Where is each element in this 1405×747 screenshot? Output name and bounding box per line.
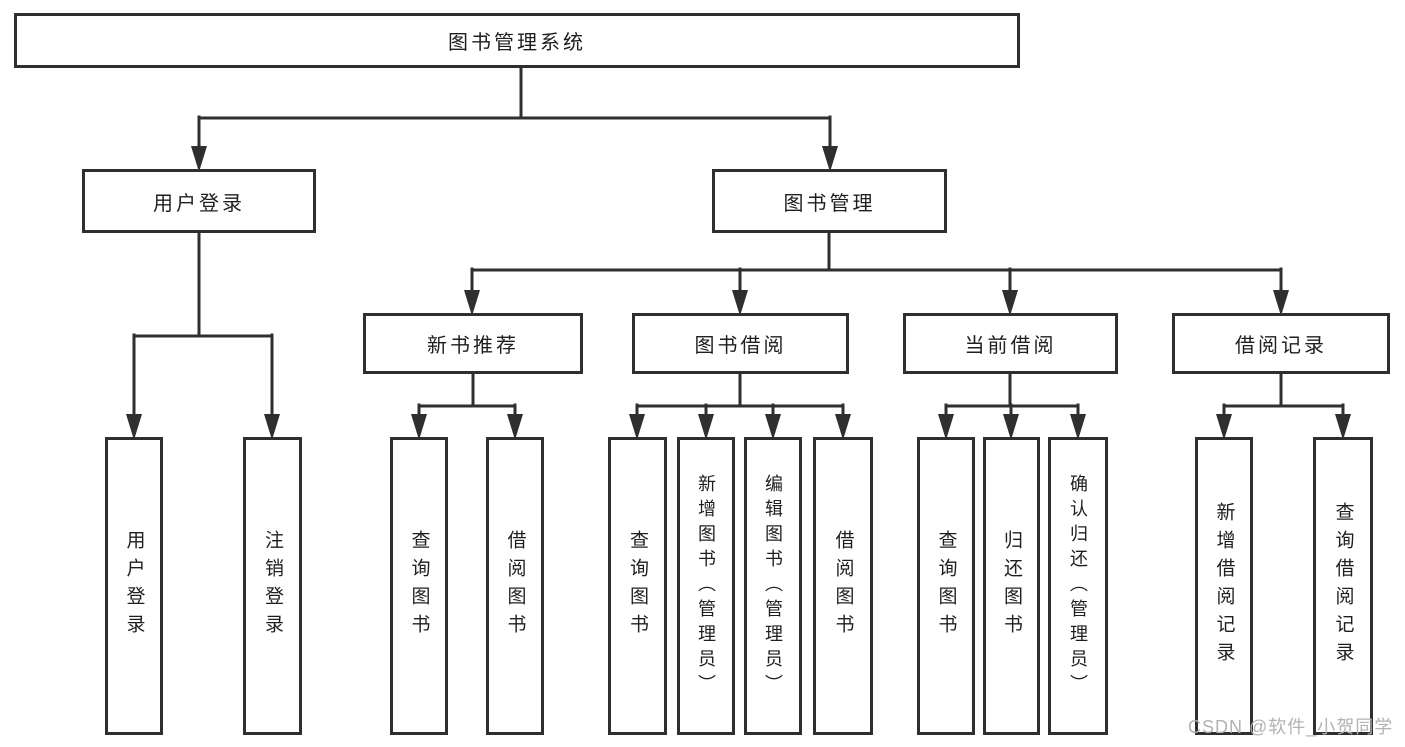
node-root-label: 图书管理系统 xyxy=(448,32,586,54)
leaf-add-book-admin-label: 新增图书（管理员） xyxy=(696,473,716,699)
csdn-watermark: CSDN @软件_小贺同学 xyxy=(1188,717,1394,737)
node-user-login-label: 用户登录 xyxy=(153,192,245,215)
leaf-logout: 注销登录 xyxy=(243,437,302,735)
leaf-logout-label: 注销登录 xyxy=(262,530,283,642)
node-current-borrow: 当前借阅 xyxy=(903,313,1118,374)
node-new-book-recommend-label: 新书推荐 xyxy=(427,335,519,357)
leaf-recommend-query-books: 查询图书 xyxy=(390,437,448,735)
leaf-recommend-query-books-label: 查询图书 xyxy=(408,530,430,642)
leaf-edit-book-admin-label: 编辑图书（管理员） xyxy=(763,473,783,699)
leaf-confirm-return-admin-label: 确认归还（管理员） xyxy=(1068,473,1088,699)
leaf-edit-book-admin: 编辑图书（管理员） xyxy=(744,437,802,735)
leaf-query-borrow-record: 查询借阅记录 xyxy=(1313,437,1373,735)
leaf-user-login: 用户登录 xyxy=(105,437,163,735)
leaf-query-borrow-record-label: 查询借阅记录 xyxy=(1332,502,1354,670)
leaf-borrow-book-label: 借阅图书 xyxy=(832,530,854,642)
node-root-system: 图书管理系统 xyxy=(14,13,1020,68)
leaf-borrow-query-books: 查询图书 xyxy=(608,437,667,735)
leaf-borrow-query-books-label: 查询图书 xyxy=(627,530,648,642)
leaf-recommend-borrow-books-label: 借阅图书 xyxy=(504,530,526,642)
node-book-borrow: 图书借阅 xyxy=(632,313,849,374)
leaf-current-query-books-label: 查询图书 xyxy=(935,530,957,642)
leaf-add-borrow-record: 新增借阅记录 xyxy=(1195,437,1253,735)
leaf-recommend-borrow-books: 借阅图书 xyxy=(486,437,544,735)
node-new-book-recommend: 新书推荐 xyxy=(363,313,583,374)
leaf-user-login-label: 用户登录 xyxy=(123,530,145,642)
node-book-management: 图书管理 xyxy=(712,169,947,233)
node-current-borrow-label: 当前借阅 xyxy=(964,335,1057,357)
leaf-add-borrow-record-label: 新增借阅记录 xyxy=(1213,502,1235,670)
arrowhead-icons xyxy=(126,146,1351,440)
node-book-borrow-label: 图书借阅 xyxy=(694,335,787,357)
node-user-login: 用户登录 xyxy=(82,169,316,233)
node-borrow-records: 借阅记录 xyxy=(1172,313,1390,374)
leaf-add-book-admin: 新增图书（管理员） xyxy=(677,437,735,735)
leaf-borrow-book: 借阅图书 xyxy=(813,437,873,735)
leaf-return-book-label: 归还图书 xyxy=(1001,530,1022,642)
node-book-management-label: 图书管理 xyxy=(783,192,876,215)
node-borrow-records-label: 借阅记录 xyxy=(1235,335,1327,357)
leaf-return-book: 归还图书 xyxy=(983,437,1040,735)
leaf-current-query-books: 查询图书 xyxy=(917,437,975,735)
leaf-confirm-return-admin: 确认归还（管理员） xyxy=(1048,437,1108,735)
